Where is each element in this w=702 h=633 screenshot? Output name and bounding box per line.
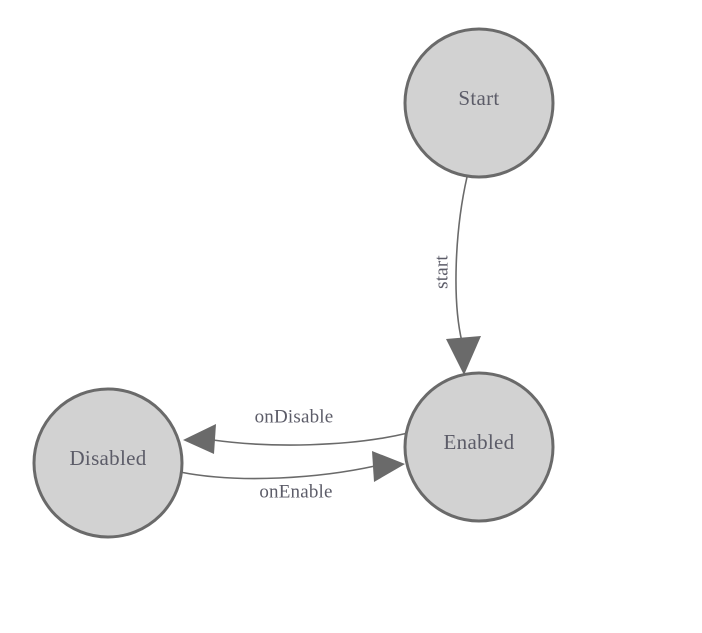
node-enabled[interactable]: Enabled <box>403 371 555 523</box>
edge-label-onenable: onEnable <box>259 481 332 502</box>
edge-enabled-to-disabled[interactable]: onDisable <box>183 406 409 454</box>
node-label-enabled: Enabled <box>444 430 515 454</box>
arrowhead-icon-start-to-enabled <box>446 336 481 375</box>
node-shape-enabled <box>403 371 555 523</box>
node-shape-disabled <box>32 387 184 539</box>
node-shape-start <box>403 27 555 179</box>
edge-line-start-to-enabled <box>455 176 468 343</box>
edge-label-start: start <box>431 255 452 289</box>
edge-disabled-to-enabled[interactable]: onEnable <box>179 451 405 502</box>
node-disabled[interactable]: Disabled <box>32 387 184 539</box>
edge-start-to-enabled[interactable]: start <box>431 176 481 375</box>
node-label-disabled: Disabled <box>69 446 146 470</box>
arrowhead-icon-disabled-to-enabled <box>372 451 405 482</box>
node-label-start: Start <box>458 86 499 110</box>
edge-line-disabled-to-enabled <box>179 465 376 480</box>
edge-line-enabled-to-disabled <box>212 432 409 446</box>
node-start[interactable]: Start <box>403 27 555 179</box>
arrowhead-icon-enabled-to-disabled <box>183 424 216 454</box>
edge-label-ondisable: onDisable <box>255 406 334 427</box>
